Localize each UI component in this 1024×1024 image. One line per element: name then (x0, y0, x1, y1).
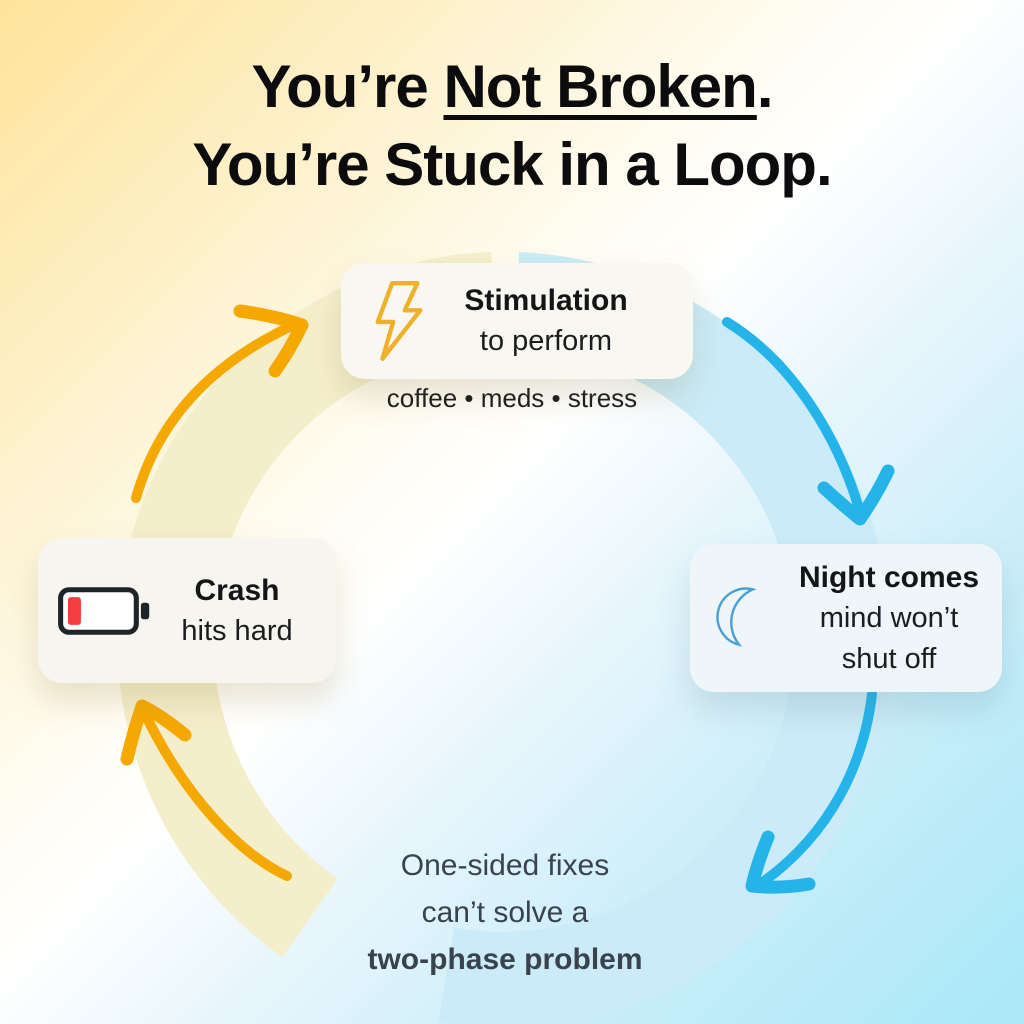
arrow-down-to-night-head (817, 464, 895, 526)
arrow-down-to-note (745, 689, 877, 894)
bottom-note-line3: two-phase problem (367, 943, 643, 976)
arrow-down-to-note-head (745, 830, 816, 894)
battery-low-icon (56, 581, 152, 641)
lightning-bolt-icon (367, 280, 429, 362)
arrow-down-to-night (722, 317, 895, 526)
arrow-up-to-crash-head (120, 699, 192, 766)
battery-terminal (140, 602, 150, 619)
night-card-line2: mind won’t (819, 601, 959, 634)
night-card: Night comes mind won’t shut off (690, 544, 1002, 692)
stimulation-card: Stimulation to perform (341, 263, 693, 379)
lightning-bolt-path (375, 281, 423, 361)
stimulation-card-title: Stimulation (464, 284, 628, 317)
crash-card-text: Crash hits hard (152, 570, 336, 652)
arrow-up-to-crash (120, 699, 292, 881)
bottom-note: One-sided fixes can’t solve a two-phase … (0, 842, 1010, 983)
stimulation-card-text: Stimulation to perform (429, 280, 693, 362)
arrow-up-to-stimulation (131, 304, 309, 503)
crescent-moon-path (716, 587, 757, 647)
arrow-down-to-night-shaft (722, 317, 865, 517)
arrow-up-to-stimulation-head (233, 304, 309, 378)
title-line1-prefix: You’re (251, 53, 444, 120)
stimulation-card-subtitle: to perform (479, 325, 613, 357)
battery-low-charge-bar (68, 596, 81, 625)
night-card-line3: shut off (841, 642, 937, 675)
bottom-note-line1: One-sided fixes (400, 849, 610, 882)
title-line1-suffix: . (756, 53, 774, 120)
title-line-2: You’re Stuck in a Loop. (192, 131, 832, 198)
page-title: You’re Not Broken. You’re Stuck in a Loo… (0, 48, 1024, 204)
night-card-title: Night comes (798, 560, 980, 594)
arrow-up-to-stimulation-shaft (131, 319, 301, 503)
arrow-up-to-crash-shaft (140, 709, 292, 881)
bottom-note-line2: can’t solve a (421, 896, 589, 929)
crash-card-title: Crash (194, 573, 280, 607)
title-line1-underlined: Not Broken (443, 53, 757, 120)
crescent-moon-icon (700, 575, 792, 661)
crash-card: Crash hits hard (38, 538, 336, 683)
stimulation-caption: coffee • meds • stress (386, 383, 638, 413)
arrow-down-to-note-shaft (758, 689, 877, 887)
night-card-text: Night comes mind won’t shut off (792, 557, 1002, 680)
crash-card-subtitle: hits hard (181, 614, 293, 647)
title-line-1: You’re Not Broken. (0, 48, 1024, 126)
